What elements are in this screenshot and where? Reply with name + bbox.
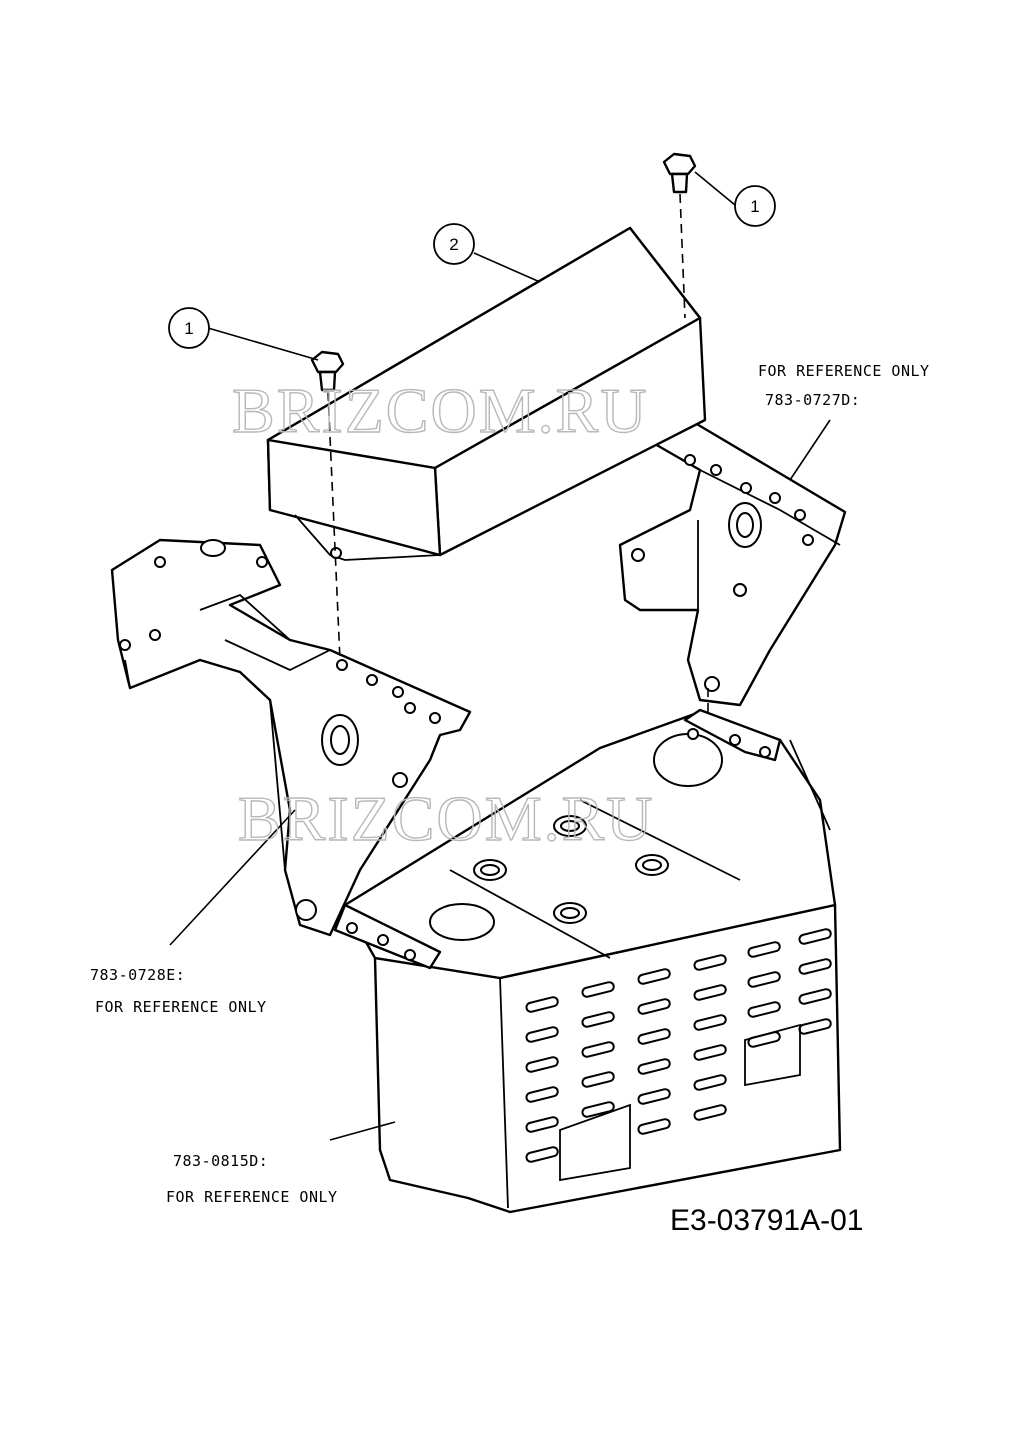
bottom-note: FOR REFERENCE ONLY: [166, 1188, 338, 1206]
vent-slot: [637, 1028, 671, 1045]
vent-slot: [525, 1146, 559, 1163]
vent-slot: [525, 1056, 559, 1073]
upper-right-part-number: 783-0727D:: [765, 391, 860, 409]
watermark-upper: BRIZCOM.RU: [232, 375, 649, 446]
vent-slot: [693, 1104, 727, 1121]
watermark-lower: BRIZCOM.RU: [238, 783, 655, 854]
vent-slot: [637, 998, 671, 1015]
vent-slot: [525, 1086, 559, 1103]
vent-slot: [525, 1116, 559, 1133]
vent-slot: [747, 971, 781, 988]
svg-text:2: 2: [449, 235, 458, 254]
callout-1-left: 1: [168, 307, 210, 349]
left-note: FOR REFERENCE ONLY: [95, 998, 267, 1016]
vent-slot: [581, 981, 615, 998]
bolt-right: [662, 152, 697, 194]
svg-text:1: 1: [750, 197, 759, 216]
left-part-number: 783-0728E:: [90, 966, 185, 984]
vent-slot: [798, 988, 832, 1005]
muffler-shield: [333, 708, 842, 1214]
diagram-id: E3-03791A-01: [670, 1204, 863, 1237]
vent-slot: [637, 1088, 671, 1105]
vent-slot: [693, 1044, 727, 1061]
vent-slot: [693, 954, 727, 971]
vent-slot: [637, 1118, 671, 1135]
upper-right-note: FOR REFERENCE ONLY: [758, 362, 930, 380]
bottom-part-number: 783-0815D:: [173, 1152, 268, 1170]
left-bracket: [110, 538, 472, 937]
right-bracket: [618, 418, 847, 707]
bolt-left: [310, 350, 345, 392]
vent-slot: [637, 968, 671, 985]
vent-slot: [581, 1011, 615, 1028]
vent-slot: [525, 1026, 559, 1043]
vent-slot: [581, 1041, 615, 1058]
vent-slot: [798, 928, 832, 945]
vent-slot: [581, 1101, 615, 1118]
vent-slot: [798, 958, 832, 975]
vent-slot: [525, 996, 559, 1013]
vent-slot: [693, 984, 727, 1001]
vent-slot: [693, 1074, 727, 1091]
callout-1-right: 1: [734, 185, 776, 227]
callout-2: 2: [433, 223, 475, 265]
vent-slot: [693, 1014, 727, 1031]
vent-slot: [747, 941, 781, 958]
vent-slot: [581, 1071, 615, 1088]
heat-shield: [266, 226, 707, 561]
svg-text:1: 1: [184, 319, 193, 338]
vent-slot: [637, 1058, 671, 1075]
vent-slot: [747, 1001, 781, 1018]
